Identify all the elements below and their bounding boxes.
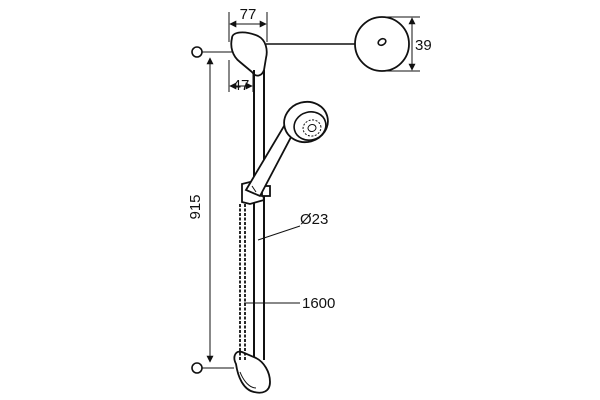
bottom-wall-screw [191, 362, 203, 374]
hose-diameter-label: Ø23 [300, 211, 328, 228]
rosette-height-dimension: 39 [382, 16, 432, 72]
top-width-dimension: 77 [228, 6, 268, 42]
hand-shower-head [283, 100, 329, 144]
wall-rosette [354, 16, 410, 72]
top-wall-screw [191, 46, 203, 58]
shower-hose [239, 204, 246, 360]
rosette-height-label: 39 [415, 37, 432, 54]
rail-height-label: 915 [187, 194, 204, 219]
top-width-label: 77 [240, 6, 257, 23]
wall-offset-label: 47 [233, 77, 250, 94]
rail-height-dimension: 915 [187, 57, 214, 363]
hose-diameter-callout: Ø23 [257, 211, 328, 241]
bottom-wall-bracket [233, 350, 271, 394]
hose-length-label: 1600 [302, 295, 335, 312]
top-wall-bracket [230, 31, 268, 77]
slide-rail [253, 70, 265, 360]
hose-length-callout: 1600 [244, 295, 335, 312]
